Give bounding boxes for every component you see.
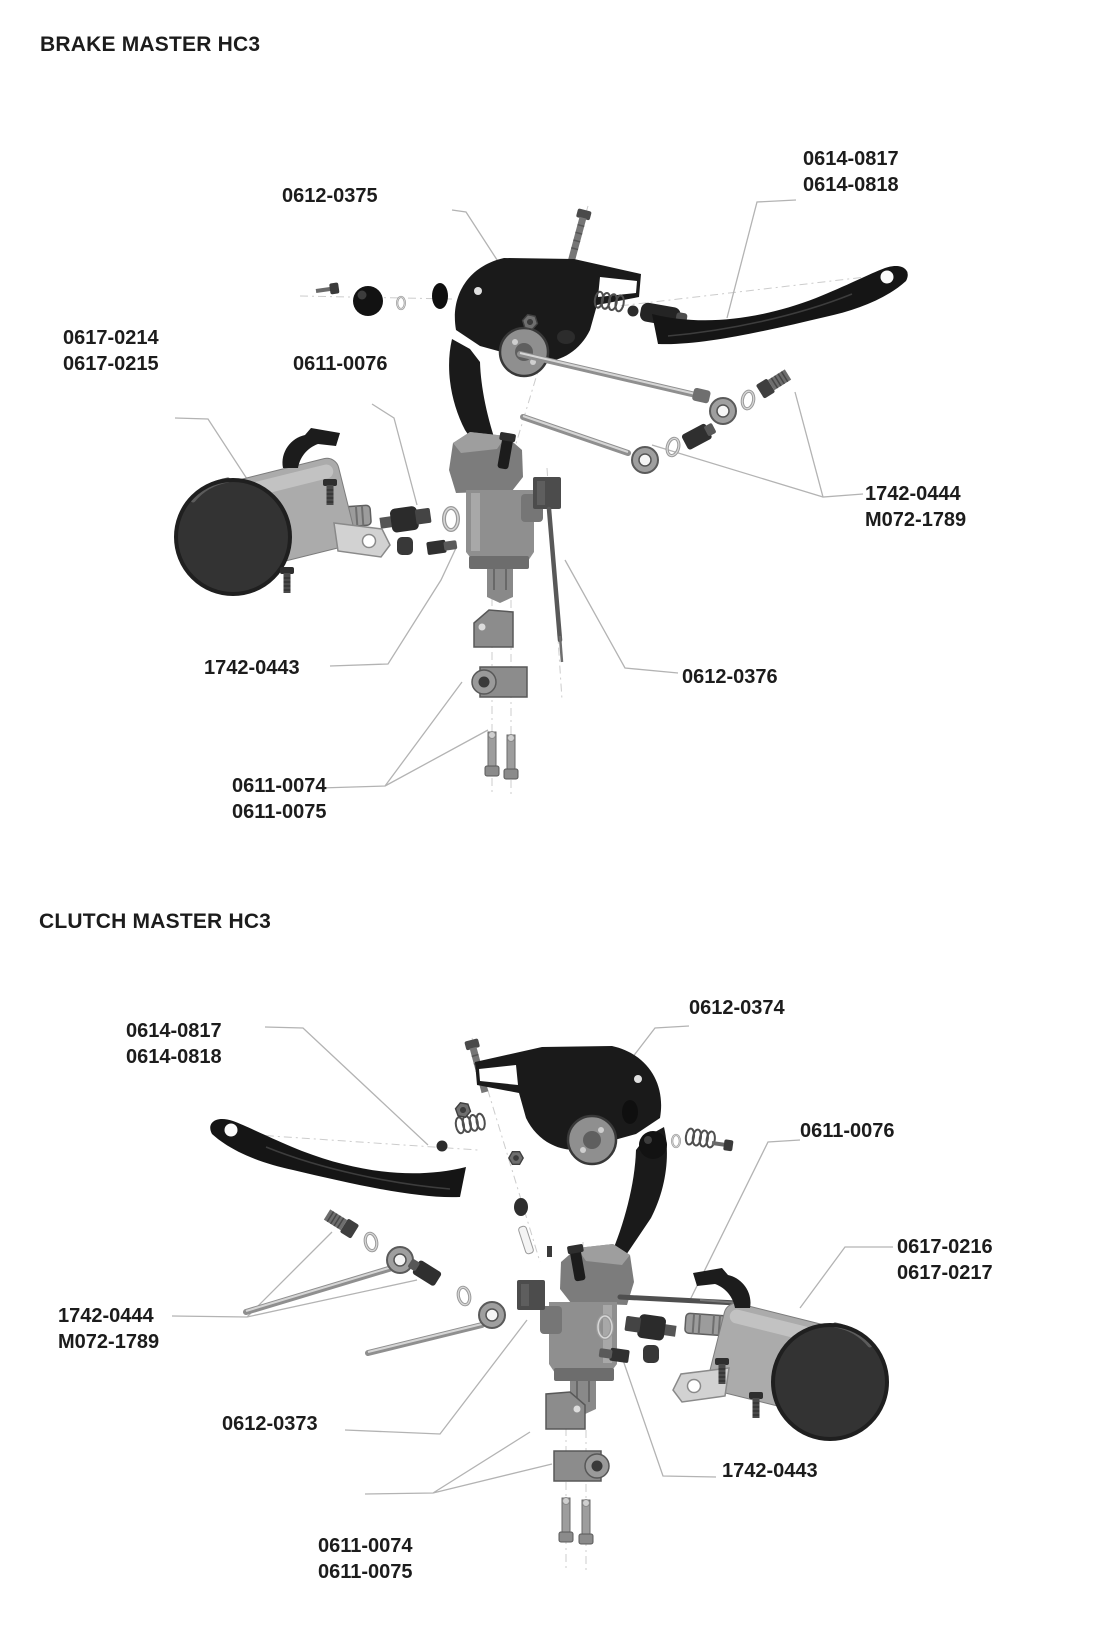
part-number: 0612-0373 [222,1413,318,1435]
handlebar-clamp-lower [471,666,528,698]
hex-nut [508,1151,524,1165]
adjuster-knob [353,286,383,316]
hex-nut [453,1101,473,1119]
clutch-master-cylinder-body [539,1242,635,1416]
part-number: 0614-0818 [803,174,899,196]
part-label-brake-lever: 0612-0375 [282,183,378,209]
clamp-bolt [558,1497,574,1543]
part-number: M072-1789 [865,509,967,531]
brake-master-cylinder-body [448,430,544,604]
end-cap [557,330,575,344]
part-number: 1742-0443 [722,1460,818,1482]
washer [671,1133,681,1149]
clutch-lever-body [473,1044,669,1263]
part-number: 0611-0075 [232,801,327,823]
detent-ball [627,305,639,317]
part-number: 0611-0074 [318,1535,413,1557]
part-label-brake-blade-lever: 0614-0817 0614-0818 [803,146,899,198]
part-number: 0611-0075 [318,1561,413,1583]
part-number: 0611-0076 [800,1120,895,1142]
part-label-brake-banjo-bolt-kit: 1742-0444 M072-1789 [865,481,966,533]
reservoir-screw [748,1391,764,1419]
detent-ball [436,1140,448,1152]
part-number: 0614-0818 [126,1046,222,1068]
bushing [514,1198,528,1216]
part-label-clutch-banjo-bolt-kit: 1742-0444 M072-1789 [58,1303,159,1355]
part-number: 0611-0074 [232,775,327,797]
clutch-section-title: CLUTCH MASTER HC3 [39,910,272,933]
part-label-clutch-master-cylinder: 0612-0373 [222,1411,318,1437]
clamp-bolt [503,734,519,780]
clamp-bolt [578,1499,594,1545]
part-label-clutch-clamp-bolts: 0611-0074 0611-0075 [318,1533,413,1585]
part-label-clutch-lever: 0612-0374 [689,995,785,1021]
part-number: 0611-0076 [293,353,388,375]
leader-lines [171,1025,893,1495]
adjuster-screw [711,1139,734,1152]
part-number: 0617-0214 [63,327,159,349]
pin-clip [547,1246,552,1257]
brake-hose-upper [517,351,793,425]
clutch-blade-lever [209,1118,467,1198]
reservoir-screw [279,566,295,594]
brake-hose-lower [520,414,716,474]
switch-block-and-pushrod [533,477,564,663]
part-number: 1742-0444 [865,483,961,505]
part-number: 0612-0375 [282,185,378,207]
part-label-clutch-fitting-kit: 1742-0443 [722,1458,818,1484]
pivot-bushing [622,1100,638,1124]
switch-block-and-pushrod [517,1280,741,1310]
pivot-bolt [567,208,592,264]
part-number: 0617-0217 [897,1262,993,1284]
handlebar-clamp-upper [473,609,514,648]
part-label-clutch-blade-lever: 0614-0817 0614-0818 [126,1018,222,1070]
pivot-bushing [432,283,448,309]
brake-exploded-diagram [174,199,909,798]
part-number: 1742-0444 [58,1305,154,1327]
part-number: 1742-0443 [204,657,300,679]
leader-lines [174,199,864,789]
part-number: 0614-0817 [803,148,899,170]
adjuster-screw [315,282,340,295]
adjuster-spring [683,1127,717,1149]
part-label-clutch-rebuild-kit: 0611-0076 [800,1118,895,1144]
part-label-brake-rebuild-kit: 0611-0076 [293,351,388,377]
part-number: 0612-0376 [682,666,778,688]
washer [396,295,406,311]
part-number: 0614-0817 [126,1020,222,1042]
part-label-brake-pushrod: 0612-0376 [682,664,778,690]
handlebar-clamp-lower [553,1450,610,1482]
part-number: 0612-0374 [689,997,785,1019]
part-number: 0617-0215 [63,353,159,375]
clutch-hose-upper [243,1206,414,1315]
clutch-exploded-diagram [171,1025,893,1570]
brake-section-title: BRAKE MASTER HC3 [40,33,261,56]
part-number: 0617-0216 [897,1236,993,1258]
part-number: M072-1789 [58,1331,160,1353]
clamp-bolt [484,731,500,777]
bleed-fittings [598,1312,728,1363]
part-label-brake-fitting-kit: 1742-0443 [204,655,300,681]
part-label-brake-reservoir: 0617-0214 0617-0215 [63,325,159,377]
brake-blade-lever [651,265,909,345]
part-label-brake-clamp-bolts: 0611-0074 0611-0075 [232,773,327,825]
adjuster-knob [639,1131,667,1159]
part-label-clutch-reservoir: 0617-0216 0617-0217 [897,1234,993,1286]
clutch-hose-lower [365,1259,506,1356]
pivot-pin [518,1225,534,1255]
